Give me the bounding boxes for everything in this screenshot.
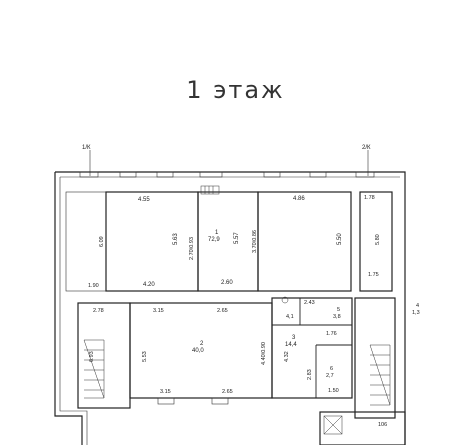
dim-563: 5.63 <box>173 233 179 245</box>
dim-557: 5.57 <box>234 232 240 244</box>
room-corridor-1 <box>197 191 259 292</box>
room-2-area: 40,0 <box>192 348 204 354</box>
room-1-area: 72,9 <box>208 237 220 243</box>
dim-290: 2.70\0.93 <box>189 237 195 260</box>
dim-486: 4.86 <box>293 196 305 202</box>
shaft-icon <box>323 415 343 435</box>
room-3-outline <box>271 297 353 399</box>
dim-265a: 2.65 <box>217 308 228 314</box>
dim-420: 4.20 <box>143 282 155 288</box>
room-6-area: 2,7 <box>326 373 334 379</box>
dim-553: 5.53 <box>142 351 148 362</box>
top-windows <box>79 171 375 178</box>
room-hall-1 <box>105 191 199 292</box>
room-3-area: 14,4 <box>285 342 297 348</box>
dim-265b: 2.65 <box>222 389 233 395</box>
dim-260: 2.60 <box>221 280 233 286</box>
room-6-number: 6 <box>330 366 333 372</box>
dim-550: 5.50 <box>337 233 343 245</box>
room-4-area: 4,1 <box>286 314 294 320</box>
room-5-number: 5 <box>337 307 340 313</box>
room-2-doors <box>157 397 229 405</box>
dim-106: 106 <box>378 422 387 428</box>
room-4-right-number: 4 <box>416 303 419 309</box>
room-stair-right <box>354 297 396 419</box>
axis-2k-label: 2/К <box>362 145 371 151</box>
dim-440: 4.40\0.90 <box>261 342 267 365</box>
dim-243: 2.43 <box>304 300 315 306</box>
dim-150: 1.50 <box>328 388 339 394</box>
dim-278: 2.78 <box>93 308 104 314</box>
dim-270b: 3.70\0.86 <box>252 230 258 253</box>
room-hall-2 <box>257 191 352 292</box>
axis-1k-label: 1/К <box>82 145 91 151</box>
stair-right-icon <box>369 344 391 406</box>
room-4-right-area: 1,3 <box>412 310 420 316</box>
dim-315a: 3.15 <box>153 308 164 314</box>
dim-455: 4.55 <box>138 197 150 203</box>
dim-315b: 3.15 <box>160 389 171 395</box>
dim-609: 6.09 <box>99 236 105 247</box>
dim-432: 4.32 <box>284 351 290 362</box>
stair-top-icon <box>200 185 220 195</box>
room-5-area: 3,8 <box>333 314 341 320</box>
dim-176: 1.76 <box>326 331 337 337</box>
dim-175: 1.75 <box>368 272 379 278</box>
room-3-number: 3 <box>292 335 296 341</box>
dim-580: 5.80 <box>375 234 381 245</box>
room-2-number: 2 <box>200 341 204 347</box>
room-narrow-right <box>359 191 393 292</box>
stair-left-icon <box>83 339 105 399</box>
dim-283: 2.83 <box>307 369 313 380</box>
outer-wall-inner <box>59 176 400 445</box>
dim-190: 1.90 <box>88 283 99 289</box>
dim-693: 6.93 <box>89 351 95 362</box>
room-1-number: 1 <box>215 230 219 236</box>
room-106 <box>319 411 406 445</box>
dim-178: 1.78 <box>364 195 375 201</box>
floor-title: 1 этаж <box>186 76 285 104</box>
fixture-icon <box>281 296 289 304</box>
